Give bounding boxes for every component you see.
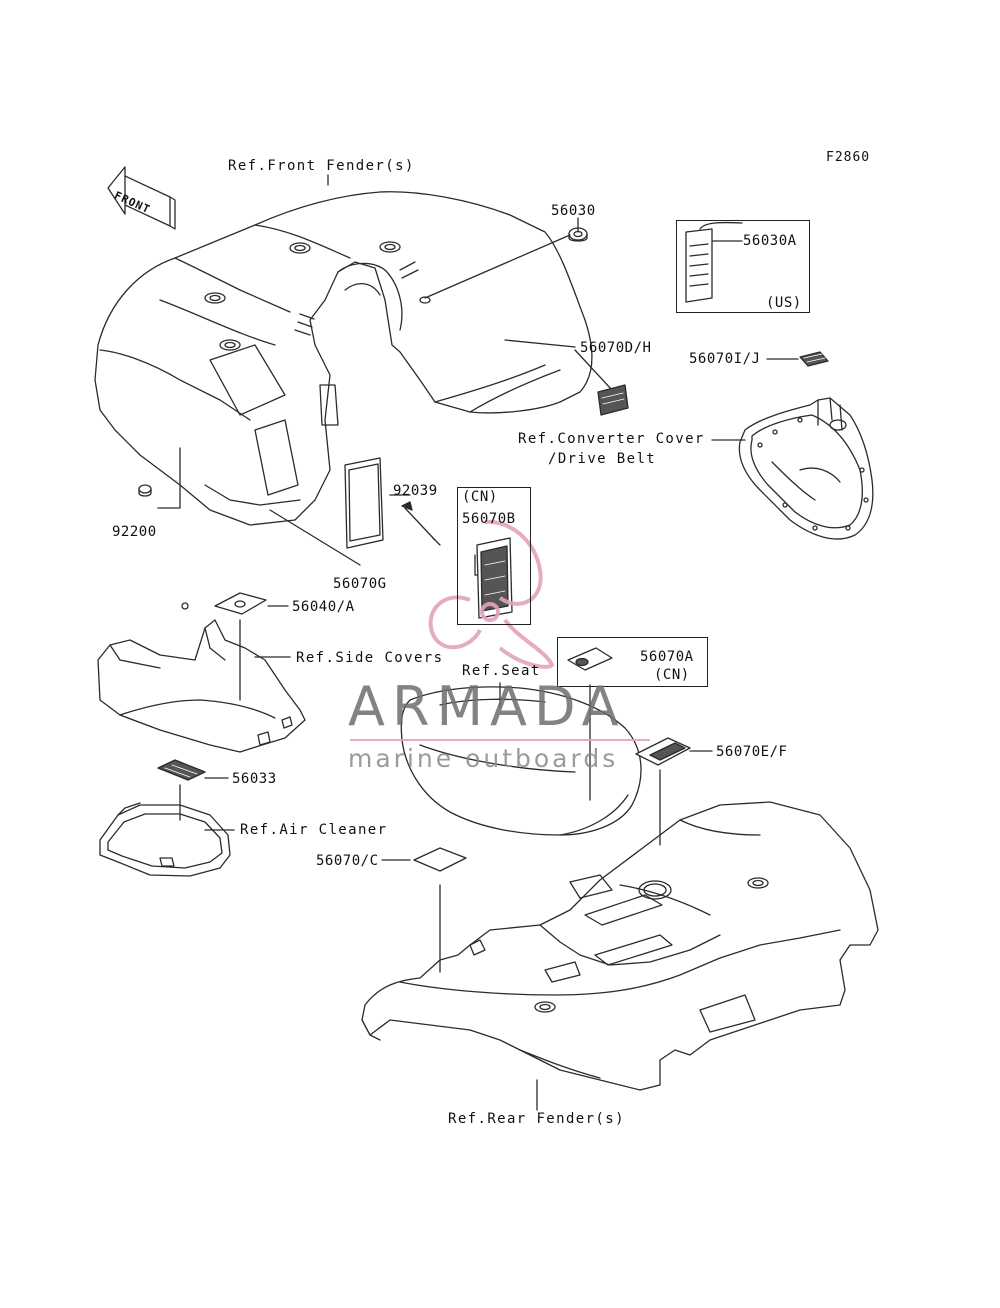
part-number-56070A: 56070A: [640, 649, 694, 665]
callout-box-56070B: [457, 487, 531, 625]
ref-rear-fender: Ref.Rear Fender(s): [448, 1111, 625, 1127]
armada-logo-icon: [428, 519, 555, 669]
figure-id: F2860: [826, 150, 871, 165]
note-cn-56070A: (CN): [654, 667, 690, 683]
pin-92039: [401, 501, 441, 546]
part-number-56070C: 56070/C: [316, 853, 379, 869]
ref-seat: Ref.Seat: [462, 663, 541, 679]
note-cn-56070B: (CN): [462, 489, 498, 505]
part-number-56070B: 56070B: [462, 511, 516, 527]
ref-front-fender: Ref.Front Fender(s): [228, 158, 415, 174]
part-number-92039: 92039: [393, 483, 438, 499]
part-number-56040A: 56040/A: [292, 599, 355, 615]
watermark-title: ARMADA: [348, 675, 626, 738]
part-number-56030: 56030: [551, 203, 596, 219]
part-number-56033: 56033: [232, 771, 277, 787]
part-number-56070G: 56070G: [333, 576, 387, 592]
decal-56040A: [214, 592, 267, 615]
tag-56030A: [685, 221, 743, 303]
front-arrow-icon: [107, 166, 176, 230]
converter-cover-drawing: [738, 397, 874, 540]
grommet-56030: [568, 227, 588, 242]
side-cover-drawing: [97, 602, 306, 753]
part-number-92200: 92200: [112, 524, 157, 540]
label-56070G: [344, 457, 384, 549]
part-number-56030A: 56030A: [743, 233, 797, 249]
rear-fender-drawing: [361, 801, 879, 1091]
callout-box-56070A: [557, 637, 708, 687]
clip-92200: [138, 484, 152, 497]
ref-converter-cover: Ref.Converter Cover: [518, 431, 705, 447]
front-fender-drawing: [94, 191, 593, 526]
ref-side-covers: Ref.Side Covers: [296, 650, 444, 666]
ref-drive-belt: /Drive Belt: [548, 451, 657, 467]
note-us: (US): [766, 295, 802, 311]
air-cleaner-drawing: [99, 802, 231, 877]
part-number-56070DH: 56070D/H: [580, 340, 652, 356]
ref-air-cleaner: Ref.Air Cleaner: [240, 822, 388, 838]
watermark-subtitle: marine outboards: [348, 744, 619, 773]
part-number-56070EF: 56070E/F: [716, 744, 788, 760]
callout-box-56030A: [676, 220, 810, 313]
decal-56070DH: [597, 384, 629, 416]
part-number-56070IJ: 56070I/J: [689, 351, 761, 367]
decal-56070EF: [635, 737, 691, 766]
seat-drawing: [400, 686, 642, 836]
decal-56070C: [413, 847, 467, 872]
watermark-divider: [350, 739, 650, 741]
decal-56070IJ: [799, 351, 829, 367]
decal-56033: [157, 759, 206, 781]
decal-56070A: [567, 647, 613, 671]
